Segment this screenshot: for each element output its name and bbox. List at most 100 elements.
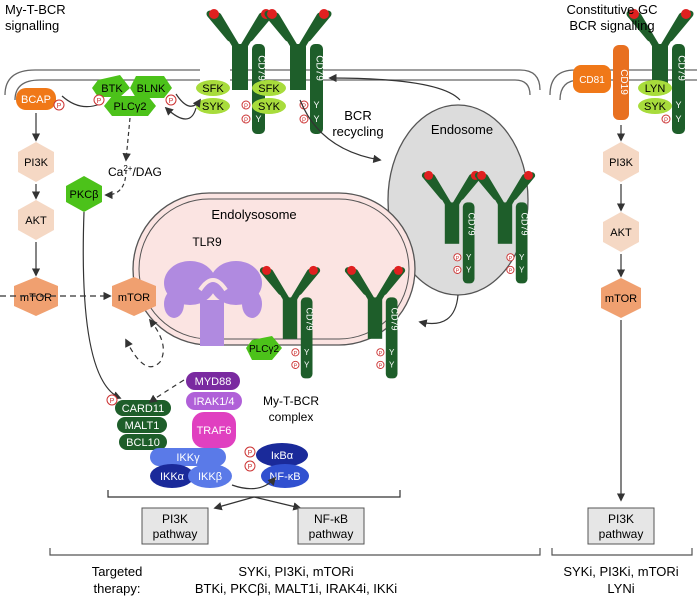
svg-text:Y: Y — [466, 253, 472, 262]
syk-right-label: SYK — [644, 101, 667, 113]
myd88-node — [186, 372, 240, 390]
svg-text:Y: Y — [313, 114, 319, 124]
ikka-label: IKKα — [160, 471, 185, 483]
complex-line1: My-T-BCR — [263, 394, 319, 408]
svg-text:Y: Y — [389, 348, 395, 357]
pkcb-label: PKCβ — [70, 189, 99, 201]
svg-text:P: P — [244, 104, 248, 110]
svg-text:P: P — [57, 103, 62, 110]
ikba-node — [256, 443, 308, 467]
blnk-node — [130, 76, 172, 98]
cd81-node — [573, 65, 611, 93]
therapy-right-line1: SYKi, PI3Ki, mTORi — [563, 564, 678, 579]
nfkb-pathway-line2: pathway — [309, 527, 354, 541]
svg-text:P: P — [244, 118, 248, 124]
nfkb-pathway-line1: NF-κB — [314, 512, 348, 526]
pi3k-pathway-box — [141, 507, 209, 545]
left-title-line1: My-T-BCR — [5, 2, 66, 17]
middle-signalling: Ca2+/DAG PKCβ mTOR BCR recycling Endosom… — [66, 108, 493, 488]
ikkb-node — [188, 464, 232, 488]
svg-text:P: P — [456, 256, 460, 262]
svg-text:P: P — [248, 450, 253, 457]
svg-text:P: P — [379, 364, 383, 370]
svg-text:Y: Y — [466, 266, 472, 275]
pi3k-right-label: PI3K — [609, 157, 634, 169]
bcr-recycling-line1: BCR — [344, 108, 371, 123]
right-pi3k-pathway-line2: pathway — [599, 527, 644, 541]
cd81-label: CD81 — [579, 75, 605, 86]
mtor-mid-label: mTOR — [118, 292, 150, 304]
akt-right-node — [603, 212, 639, 252]
svg-text:P: P — [509, 269, 513, 275]
ca-dag-label: Ca2+/DAG — [108, 164, 162, 179]
traf6-label: TRAF6 — [197, 425, 232, 437]
therapy-right-line2: LYNi — [607, 581, 634, 596]
bcl10-label: BCL10 — [126, 437, 160, 449]
bcap-label: BCAP — [21, 94, 51, 106]
ikkb-label: IKKβ — [198, 471, 222, 483]
ikka-node — [150, 464, 194, 488]
cd79-label: CD79 — [314, 55, 325, 81]
svg-text:Y: Y — [304, 361, 310, 370]
svg-text:Y: Y — [313, 100, 319, 110]
cd79-label: CD79 — [390, 307, 400, 330]
irak-node — [186, 392, 242, 410]
btk-node — [92, 75, 130, 97]
nfkb-label: NF-κB — [269, 471, 300, 483]
plcg2-inner-node — [246, 336, 282, 360]
pkcb-node — [66, 176, 102, 212]
syk-right-node — [638, 98, 672, 114]
nfkb-pathway-box — [297, 507, 365, 545]
svg-text:P: P — [169, 98, 174, 105]
syk-left-1-label: SYK — [202, 101, 225, 113]
malt1-node — [117, 417, 167, 433]
phospho-badges: P P P P P P — [53, 94, 256, 472]
traf6-node — [192, 412, 236, 448]
malt1-label: MALT1 — [125, 420, 160, 432]
therapy-label-line1: Targeted — [92, 564, 143, 579]
pi3k-right-node — [603, 142, 639, 182]
svg-text:P: P — [294, 351, 298, 357]
sfk-left-2-label: SFK — [258, 83, 280, 95]
signalling-arrows — [0, 73, 693, 556]
sfk-left-2 — [252, 80, 286, 96]
akt-left-node — [18, 200, 54, 240]
svg-text:Y: Y — [389, 361, 395, 370]
svg-text:P: P — [664, 118, 668, 124]
cell-membrane-left — [4, 69, 541, 101]
pi3k-pathway-line1: PI3K — [162, 512, 188, 526]
mtor-left-label: mTOR — [20, 292, 52, 304]
bcap-node — [16, 88, 56, 110]
bcr-receptors: CD79YPYPCD79YPYPCD79YPYPCD79YPYPCD79YPYP… — [206, 9, 694, 379]
ikba-label: IκBα — [271, 450, 294, 462]
endolysosome-label: Endolysosome — [211, 207, 296, 222]
therapy-label-line2: therapy: — [94, 581, 141, 596]
cd19-node — [613, 45, 629, 120]
card11-node — [115, 400, 171, 416]
endosome-label: Endosome — [431, 122, 493, 137]
svg-text:P: P — [379, 351, 383, 357]
tlr9-label: TLR9 — [192, 235, 222, 249]
mtor-left-node — [14, 277, 58, 316]
ikkg-node — [150, 448, 226, 466]
ikkg-label: IKKγ — [176, 452, 200, 464]
plcg2-label: PLCγ2 — [113, 101, 146, 113]
cd19-label: CD19 — [618, 69, 629, 95]
card11-label: CARD11 — [122, 403, 165, 415]
mtor-right-node — [601, 278, 641, 318]
syk-left-1 — [196, 98, 230, 114]
btk-label: BTK — [101, 83, 123, 95]
bcl10-node — [119, 434, 167, 450]
svg-text:P: P — [302, 104, 306, 110]
svg-text:P: P — [97, 98, 102, 105]
right-title-line2: BCR signalling — [569, 18, 654, 33]
cd79-label: CD79 — [256, 55, 267, 81]
pi3k-pathway-line2: pathway — [153, 527, 198, 541]
akt-right-label: AKT — [610, 227, 632, 239]
svg-text:Y: Y — [675, 114, 681, 124]
